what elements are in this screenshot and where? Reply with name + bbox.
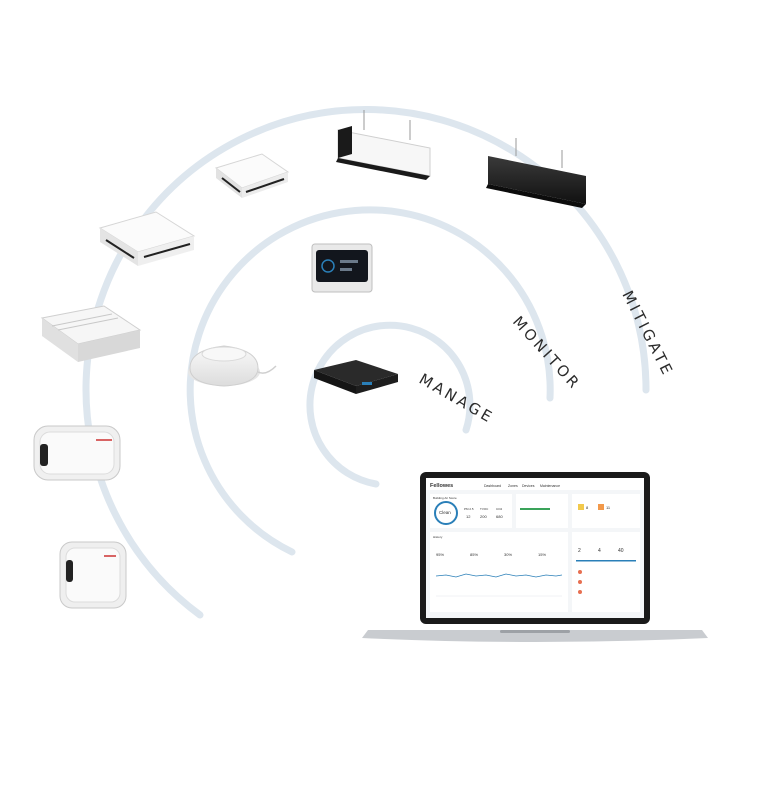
clean-status: Clean [439,510,451,515]
ceiling-panel-icon [40,305,142,362]
arc-manage [306,321,474,488]
hanging-unit-white-icon [336,110,431,180]
label-manage: MANAGE [416,370,497,427]
air-sensor-icon [188,345,277,387]
tab-devices[interactable]: Devices [522,484,535,488]
ceiling-unit-small-icon [214,153,290,198]
metric-value-2: 200 [480,514,487,519]
arc-monitor [186,206,554,556]
history-stat-3: 30% [504,552,512,557]
metric-value-3: 680 [496,514,503,519]
tab-maintenance[interactable]: Maintenance [540,484,560,488]
device-count-3: 40 [618,548,624,554]
history-stat-2: 85% [470,552,478,557]
metric-label-2: TVOC [480,507,489,511]
history-title: History [433,535,443,539]
wellness-title: Building Air Score [433,496,457,500]
device-count-2: 4 [598,548,601,554]
history-stat-4: 15% [538,552,546,557]
wall-controller-icon [311,243,373,293]
alerts-count-2: 11 [606,505,611,510]
air-purifier-small-icon [59,541,127,609]
history-line [435,573,563,578]
tab-dashboard[interactable]: Dashboard [484,484,501,488]
metric-label-1: PM 2.5 [464,507,474,511]
history-stat-1: 95% [436,552,444,557]
brand-logo: Fellowes [430,483,453,489]
laptop-dashboard: Fellowes Dashboard Zones Devices Mainten… [362,472,708,642]
device-count-1: 2 [578,548,581,554]
gateway-box-icon [314,360,398,394]
ceiling-unit-medium-icon [98,211,196,266]
air-purifier-large-icon [33,425,121,481]
metric-value-1: 12 [466,514,471,519]
hanging-unit-black-icon [486,138,586,208]
tab-zones[interactable]: Zones [508,484,518,488]
alerts-count-1: 8 [586,505,589,510]
metric-label-3: CO2 [496,507,503,511]
